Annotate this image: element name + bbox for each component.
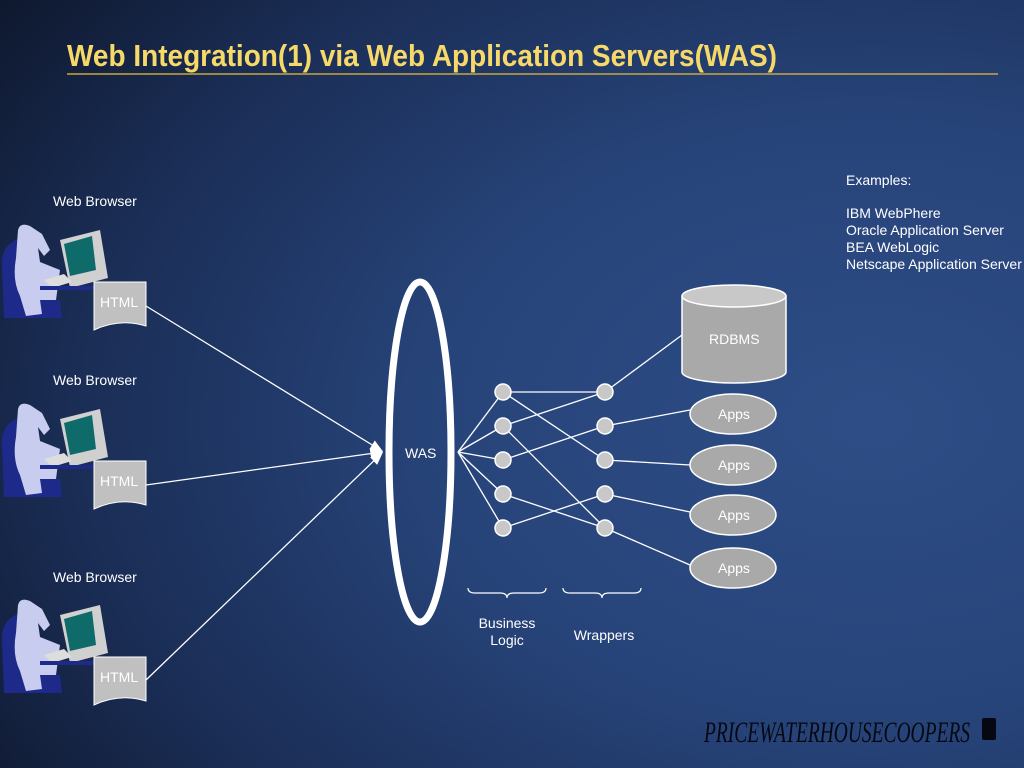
- was-ellipse: [385, 278, 455, 626]
- network-nodes: [494, 383, 614, 537]
- wrapper-node: [596, 417, 614, 435]
- logo-emblem-icon: [982, 718, 996, 740]
- arrow: [145, 305, 384, 452]
- wrappers-label: Wrappers: [574, 627, 634, 643]
- pwc-logo: PRICEWATERHOUSECOOPERS: [703, 716, 996, 749]
- user-at-computer-icon: [1, 224, 108, 318]
- apps-ellipse: [689, 547, 777, 589]
- business-logic-node: [494, 485, 512, 503]
- web-browser-label: Web Browser: [53, 569, 137, 585]
- browser-to-was-arrows: [145, 305, 384, 681]
- rdbms-cylinder: RDBMS: [681, 284, 787, 384]
- apps-group: [689, 393, 777, 589]
- web-browser-label: Web Browser: [53, 372, 137, 388]
- business-logic-label-line2: Logic: [490, 632, 523, 648]
- wrapper-node: [596, 451, 614, 469]
- html-doc-label: HTML: [100, 669, 138, 685]
- html-doc-label: HTML: [100, 294, 138, 310]
- business-logic-brace: [467, 587, 547, 599]
- apps-ellipse: [689, 444, 777, 486]
- browser-client-1: Web Browser HTML: [1, 193, 147, 331]
- apps-label: Apps: [718, 406, 750, 422]
- network-links: [457, 334, 691, 566]
- apps-ellipse: [689, 494, 777, 536]
- wrappers-brace: [562, 587, 642, 599]
- rdbms-label: RDBMS: [709, 331, 760, 347]
- business-logic-node: [494, 519, 512, 537]
- logo-text: PRICEWATERHOUSECOOPERS: [703, 716, 970, 749]
- wrapper-node: [596, 519, 614, 537]
- business-logic-label-line1: Business: [479, 615, 536, 631]
- page-title: Web Integration(1) via Web Application S…: [67, 38, 777, 73]
- arrow: [145, 452, 383, 681]
- html-document-icon: [93, 460, 147, 510]
- html-document-icon: [93, 281, 147, 331]
- apps-ellipse: [689, 393, 777, 435]
- browser-client-3: Web Browser HTML: [1, 569, 147, 706]
- example-item: IBM WebPhere: [846, 205, 941, 221]
- apps-label: Apps: [718, 560, 750, 576]
- html-document-icon: [93, 656, 147, 706]
- example-item: Oracle Application Server: [846, 222, 1004, 238]
- apps-label: Apps: [718, 457, 750, 473]
- braces: [467, 587, 642, 599]
- example-item: Netscape Application Server: [846, 256, 1022, 272]
- apps-label: Apps: [718, 507, 750, 523]
- examples-list: Examples: IBM WebPhere Oracle Applicatio…: [846, 172, 1022, 272]
- examples-heading: Examples:: [846, 172, 911, 188]
- wrapper-node: [596, 485, 614, 503]
- business-logic-node: [494, 451, 512, 469]
- business-logic-node: [494, 383, 512, 401]
- business-logic-node: [494, 417, 512, 435]
- user-at-computer-icon: [1, 599, 108, 693]
- web-browser-label: Web Browser: [53, 193, 137, 209]
- example-item: BEA WebLogic: [846, 239, 939, 255]
- wrapper-node: [596, 383, 614, 401]
- user-at-computer-icon: [1, 403, 108, 497]
- arrow: [145, 448, 384, 486]
- browser-client-2: Web Browser HTML: [1, 372, 147, 510]
- was-label: WAS: [405, 445, 436, 461]
- html-doc-label: HTML: [100, 473, 138, 489]
